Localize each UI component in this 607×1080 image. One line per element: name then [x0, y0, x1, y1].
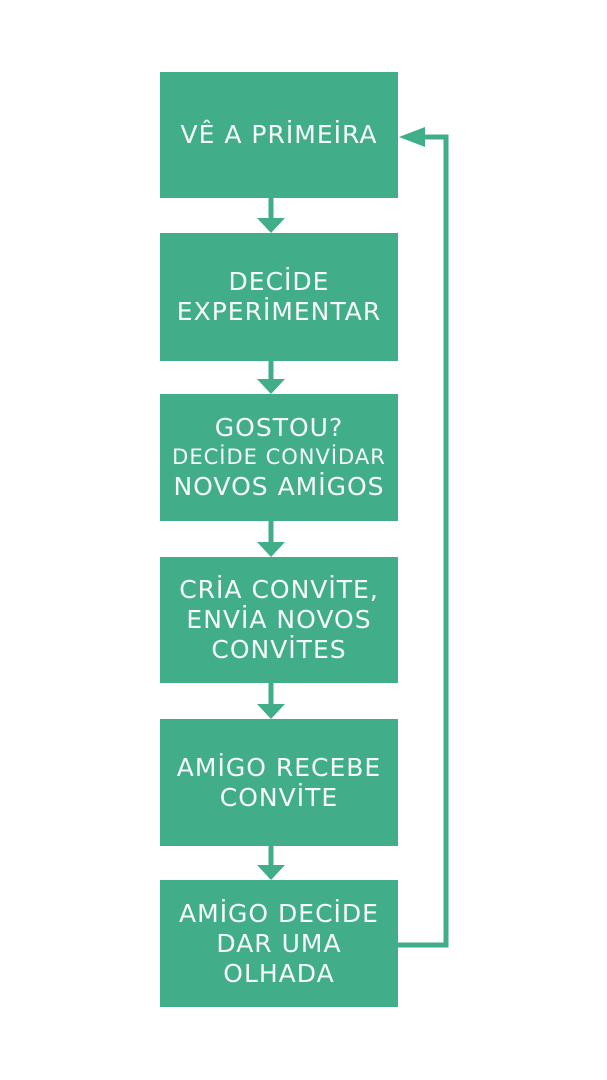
down-arrow-3-head-icon: [257, 542, 285, 557]
node-text-line: CONVİTES: [211, 635, 347, 664]
down-arrow-5-head-icon: [257, 865, 285, 880]
node-text-line: AMİGO DECİDE: [179, 898, 379, 928]
node-text-line: CRİA CONVİTE,: [179, 575, 379, 604]
feedback-loop-line: [398, 134, 449, 948]
node-text-line: DECİDE CONVİDAR: [172, 445, 386, 469]
flowchart-node-ve-a-primeira: VÊ A PRİMEİRA: [160, 72, 398, 198]
node-text-line: VÊ A PRİMEİRA: [180, 120, 378, 149]
down-arrow-4-head-icon: [257, 704, 285, 719]
down-arrow-2-head-icon: [257, 379, 285, 394]
node-text-line: OLHADA: [223, 958, 335, 988]
flowchart-node-amigo-recebe-convite: AMİGO RECEBE CONVİTE: [160, 719, 398, 846]
feedback-loop-head-icon: [399, 127, 425, 147]
node-text-line: ENVİA NOVOS: [186, 605, 372, 634]
flowchart-node-gostou-decide-convidar: GOSTOU? DECİDE CONVİDAR NOVOS AMİGOS: [160, 394, 398, 521]
node-text-line: AMİGO RECEBE: [176, 752, 382, 782]
flowchart-node-amigo-decide-olhada: AMİGO DECİDE DAR UMA OLHADA: [160, 880, 398, 1007]
node-text-line: DAR UMA: [216, 928, 342, 958]
flowchart-node-decide-experimentar: DECİDE EXPERİMENTAR: [160, 233, 398, 361]
node-text-line: EXPERİMENTAR: [176, 297, 382, 326]
flowchart-node-cria-convite: CRİA CONVİTE, ENVİA NOVOS CONVİTES: [160, 557, 398, 683]
node-text-line: NOVOS AMİGOS: [173, 472, 385, 501]
node-text-line: DECİDE: [228, 267, 330, 296]
node-text-line: GOSTOU?: [214, 413, 344, 442]
down-arrow-1-head-icon: [257, 218, 285, 233]
node-text-line: CONVİTE: [219, 782, 339, 812]
